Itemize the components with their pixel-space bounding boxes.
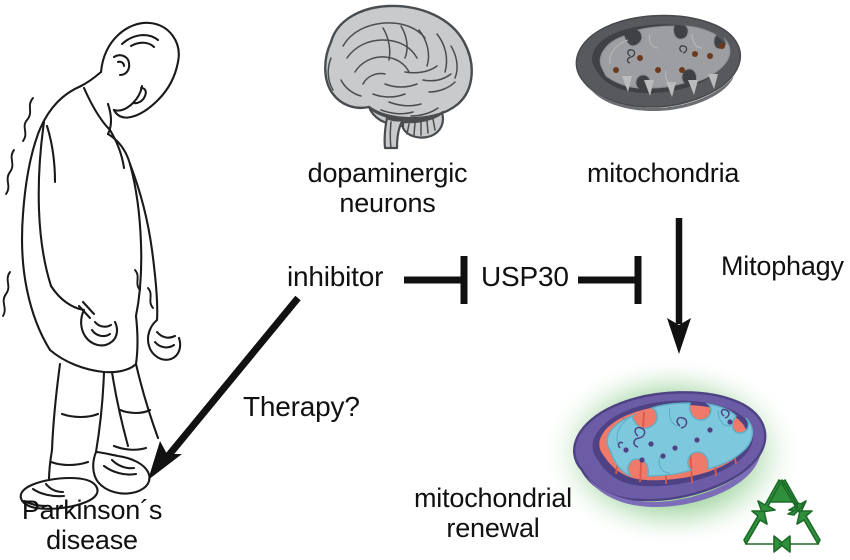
parkinsons-disease-label: Parkinson´s disease <box>2 495 182 555</box>
dopaminergic-neurons-label: dopaminergic neurons <box>295 158 480 218</box>
mitochondria-label: mitochondria <box>587 158 740 188</box>
usp30-label: USP30 <box>481 261 569 292</box>
mitochondrial-renewal-label: mitochondrial renewal <box>388 483 598 543</box>
inhibition-bar-inhibitor-usp30 <box>404 252 474 308</box>
brain-illustration <box>285 2 490 150</box>
therapy-label: Therapy? <box>243 391 360 422</box>
parkinsons-disease-line1: Parkinson´s <box>21 495 163 525</box>
dark-mitochondrion <box>562 8 757 128</box>
dopaminergic-neurons-line2: neurons <box>339 188 436 219</box>
mitochondrial-renewal-glow <box>520 352 820 560</box>
mitochondrial-renewal-line1: mitochondrial <box>414 483 572 513</box>
inhibition-bar-usp30-mitophagy <box>578 252 648 308</box>
recycling-symbol <box>738 478 826 558</box>
therapy-arrow <box>130 288 330 488</box>
dopaminergic-neurons-line1: dopaminergic <box>307 158 468 188</box>
parkinsons-patient-figure <box>0 0 230 510</box>
mitophagy-arrow <box>656 218 702 358</box>
parkinsons-disease-line2: disease <box>46 525 138 556</box>
inhibitor-label: inhibitor <box>287 261 384 292</box>
mitophagy-label: Mitophagy <box>721 251 844 281</box>
mitochondrial-renewal-line2: renewal <box>446 513 540 544</box>
